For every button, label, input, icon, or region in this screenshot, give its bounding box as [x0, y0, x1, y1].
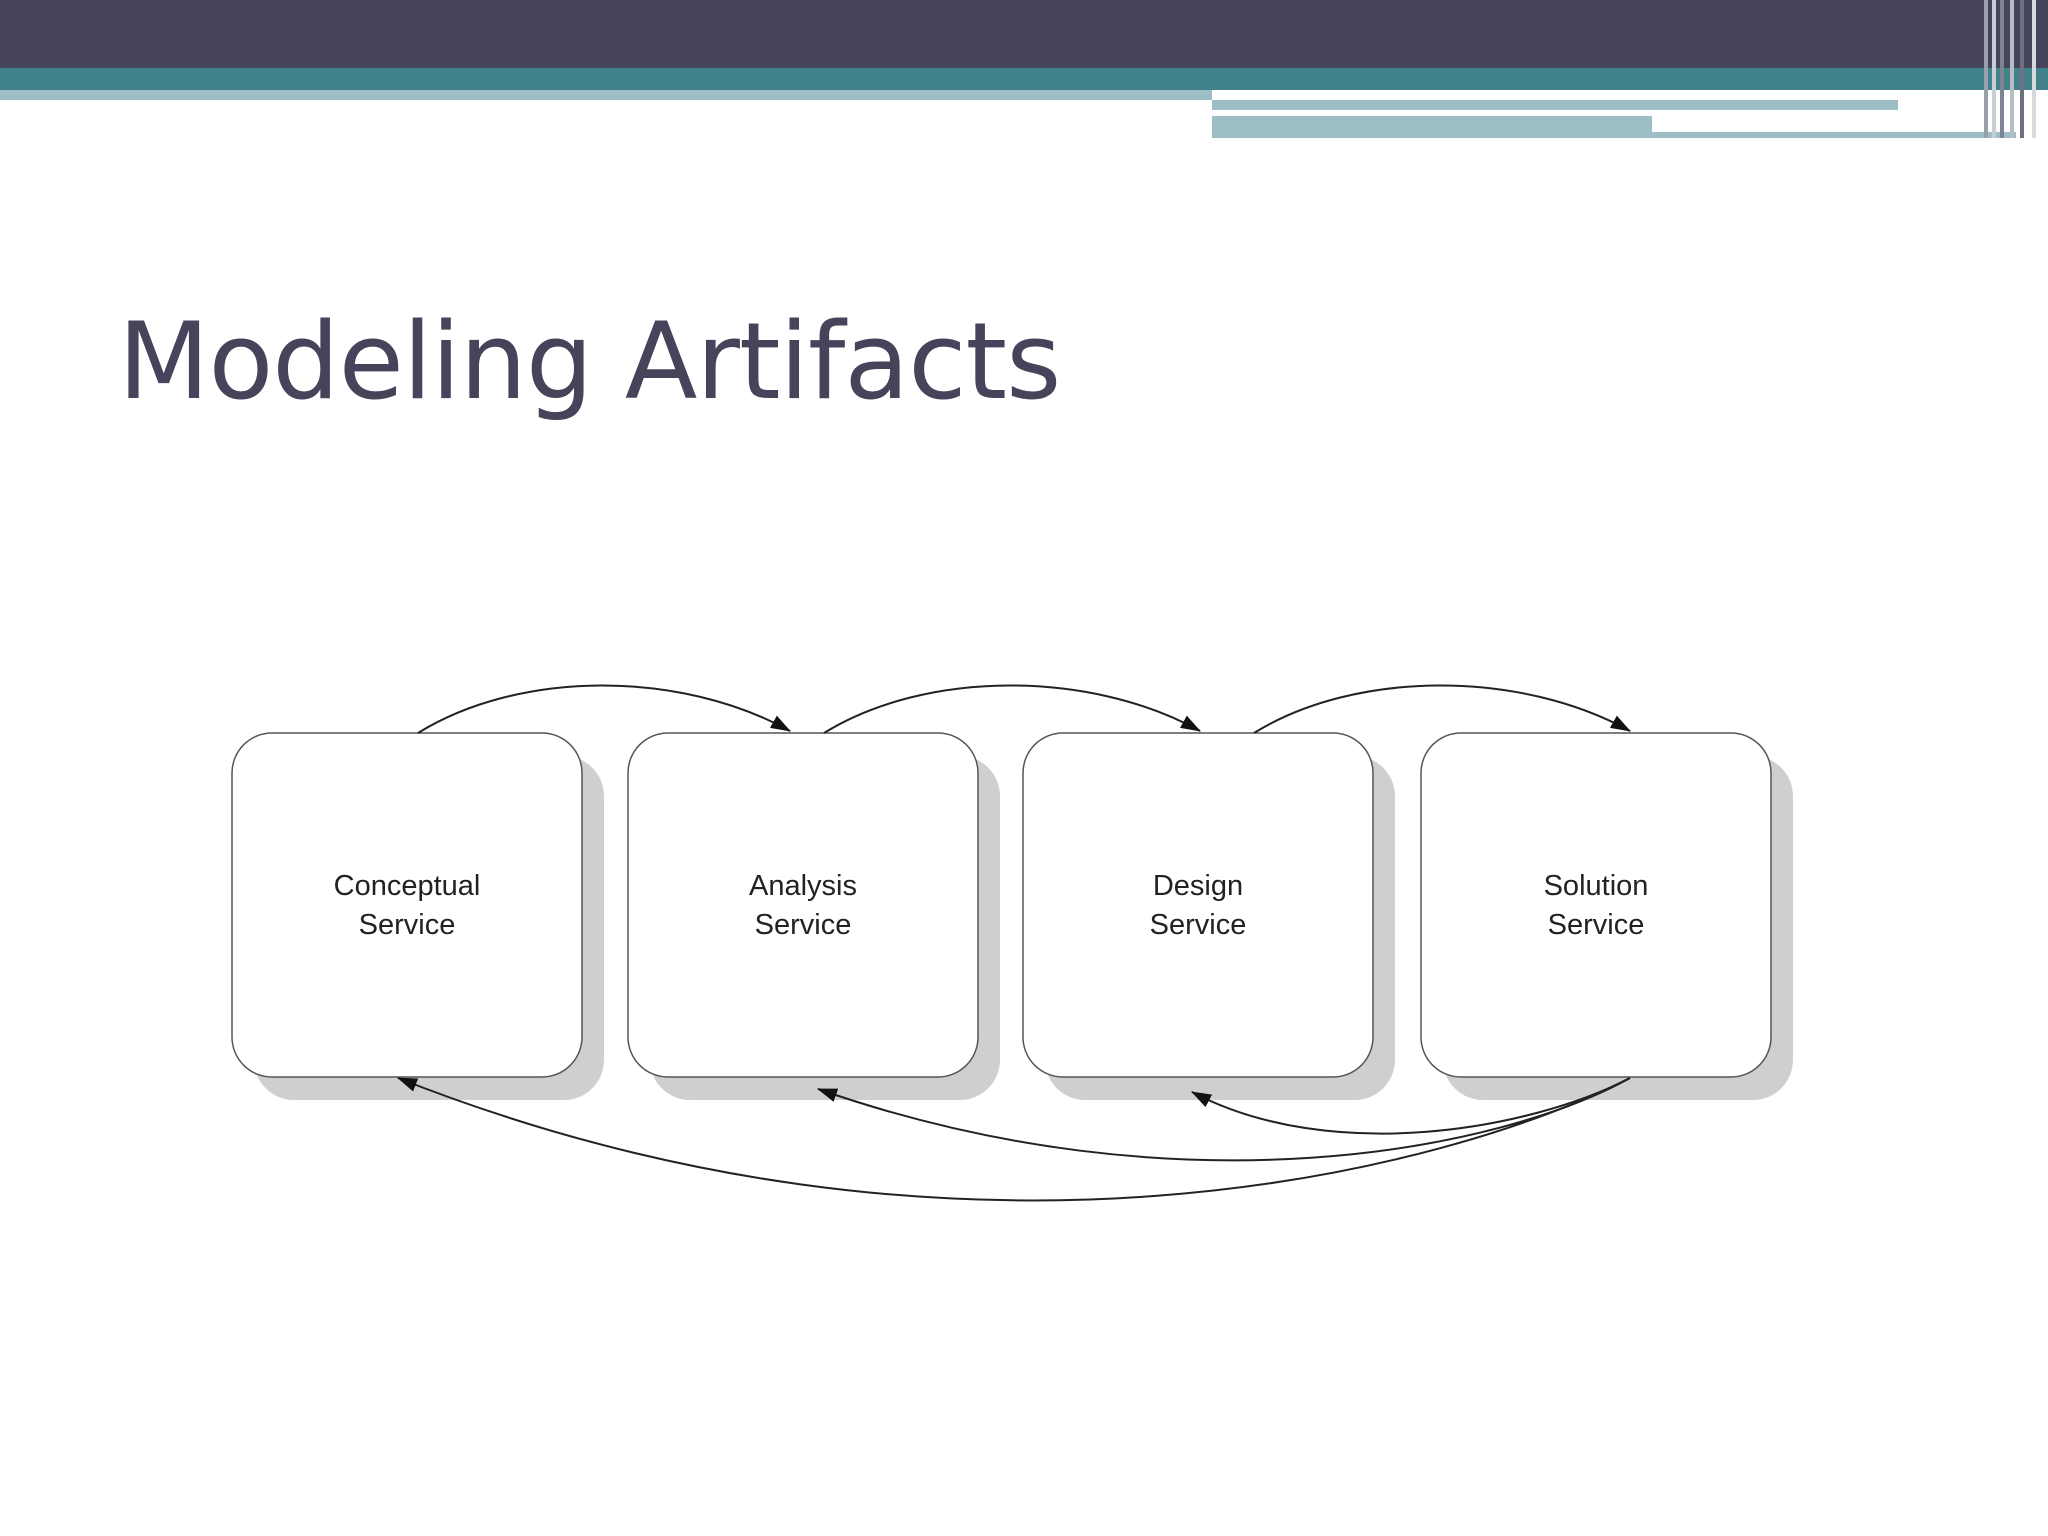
node-label-line1: Analysis	[749, 870, 857, 902]
node-label-line2: Service	[1150, 909, 1247, 941]
node-label-line1: Solution	[1544, 870, 1649, 902]
node-design-service: Design Service	[1022, 732, 1395, 1100]
edge-conceptual-to-analysis	[417, 684, 791, 734]
header-accent-stripe-left	[0, 90, 1212, 100]
node-label-line1: Conceptual	[334, 870, 481, 902]
node-label-line2: Service	[1548, 909, 1645, 941]
header-edge-lines	[1980, 0, 2048, 138]
node-analysis-service: Analysis Service	[627, 732, 1000, 1100]
edge-design-to-solution	[1253, 684, 1631, 734]
header-accent-stripe-lower-right	[1652, 132, 2016, 138]
header-accent-stripe-right	[1212, 100, 1898, 110]
node-label-line2: Service	[755, 909, 852, 941]
node-solution-service: Solution Service	[1420, 732, 1793, 1100]
node-label-line1: Design	[1153, 870, 1243, 902]
header-accent-gap	[1212, 110, 1898, 116]
header-bar	[0, 0, 2048, 68]
node-conceptual-service: Conceptual Service	[231, 732, 604, 1100]
slide-title: Modeling Artifacts	[118, 300, 1061, 423]
header-accent-band	[0, 68, 2048, 90]
edge-solution-to-design	[1191, 1077, 1631, 1135]
edge-analysis-to-design	[823, 684, 1201, 734]
node-label-line2: Service	[359, 909, 456, 941]
header-accent-stripe-lower	[1212, 116, 1652, 138]
edge-solution-to-conceptual	[397, 1077, 1631, 1202]
